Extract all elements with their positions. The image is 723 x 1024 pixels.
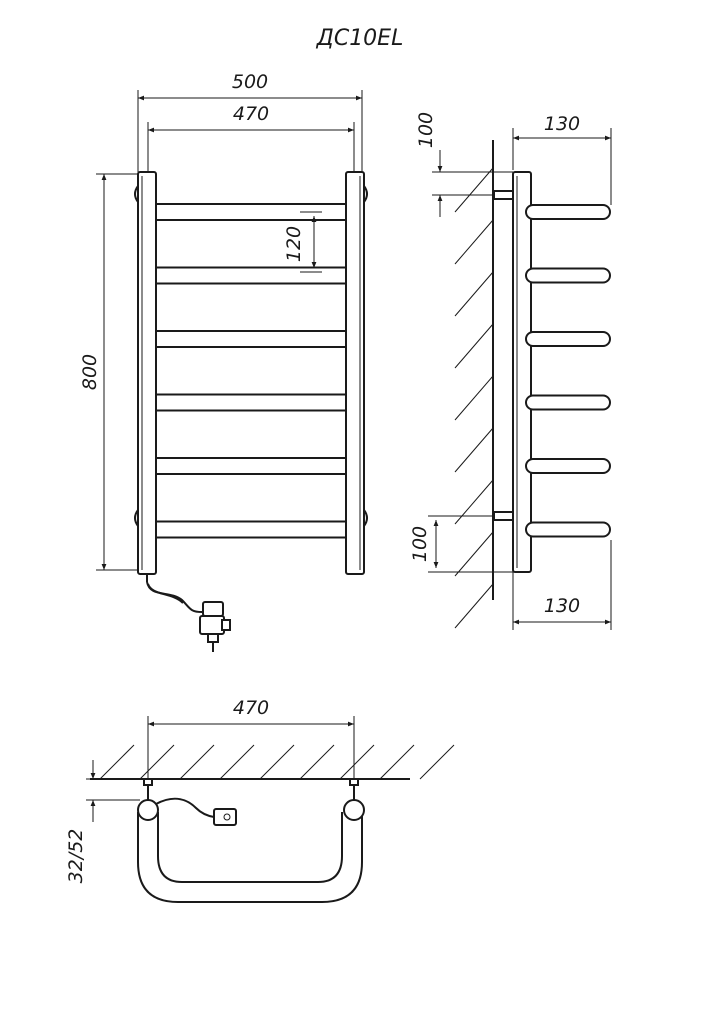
dim-depth-top: 130	[544, 113, 580, 135]
dim-wall-offset: 32/52	[65, 829, 87, 884]
side-rung-end	[525, 521, 611, 538]
hatch-line	[454, 323, 494, 369]
rung	[139, 266, 363, 285]
hatch-line	[454, 479, 494, 525]
front-mount-brackets	[134, 185, 368, 527]
side-upright	[512, 171, 532, 573]
u-rail-outer	[137, 812, 363, 903]
left-upright	[137, 171, 157, 575]
hatch-line	[454, 219, 494, 265]
heater-element	[146, 574, 231, 652]
hatch-line	[419, 744, 455, 780]
hatch-line	[139, 744, 175, 780]
front-view: 500 470 800 120	[79, 71, 368, 652]
rung	[139, 457, 363, 475]
hatch-line	[454, 531, 494, 577]
hatch-line	[99, 744, 135, 780]
hatch-line	[219, 744, 255, 780]
hatch-line	[339, 744, 375, 780]
hatch-line	[454, 583, 494, 629]
side-rung-end	[525, 331, 611, 347]
hatch-line	[454, 427, 494, 473]
heater-control-box	[213, 808, 237, 826]
left-tube-section	[137, 799, 159, 821]
hatch-line	[454, 271, 494, 317]
dim-offset-bottom: 100	[409, 526, 431, 562]
side-rung-end	[525, 204, 611, 220]
right-upright	[345, 171, 365, 575]
dim-width-inner: 470	[233, 103, 269, 125]
hatch-line	[259, 744, 295, 780]
rung	[139, 520, 363, 539]
side-rungs	[525, 204, 611, 538]
u-rail-inner	[157, 812, 343, 883]
hatch-line	[299, 744, 335, 780]
hatch-line	[179, 744, 215, 780]
dim-rung-spacing: 120	[283, 226, 305, 262]
top-view: 470 32/52	[65, 697, 455, 903]
hatch-line	[454, 375, 494, 421]
side-rung-end	[525, 458, 611, 474]
dim-height-total: 800	[79, 354, 101, 390]
rung	[139, 393, 363, 412]
dim-depth-bottom: 130	[544, 595, 580, 617]
hatch-line	[454, 167, 494, 213]
right-tube-section	[343, 799, 365, 821]
top-cable	[155, 797, 215, 818]
rungs	[139, 203, 363, 539]
dim-offset-top: 100	[415, 112, 437, 148]
dim-top-width: 470	[233, 697, 269, 719]
side-top-bracket	[493, 190, 514, 200]
rung	[139, 203, 363, 221]
side-wall-hatch	[454, 167, 494, 629]
side-rung-end	[525, 394, 611, 411]
top-wall-hatch	[99, 744, 455, 780]
dim-width-outer: 500	[232, 71, 268, 93]
hatch-line	[379, 744, 415, 780]
side-bottom-bracket	[493, 511, 514, 521]
side-view: 130 130 100 100	[409, 112, 612, 630]
side-rung-end	[525, 267, 611, 284]
rung	[139, 330, 363, 348]
drawing-title: ДС10EL	[316, 26, 404, 51]
